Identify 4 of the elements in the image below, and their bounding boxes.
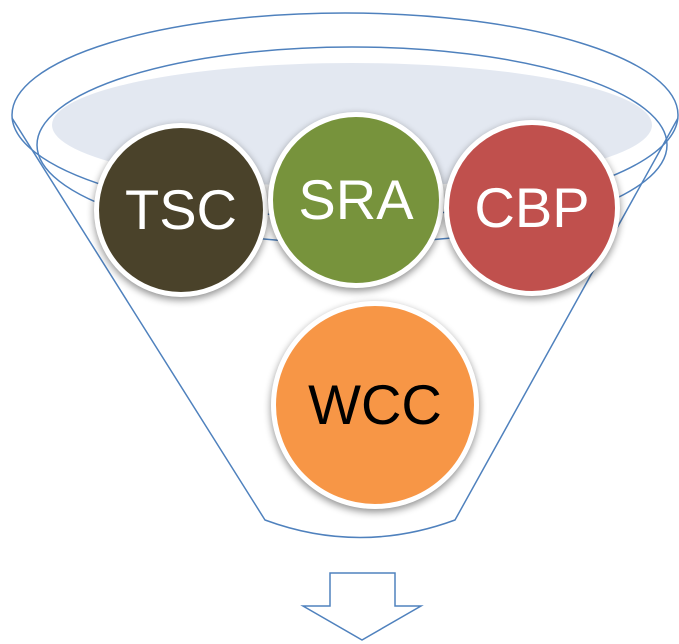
circle-label: TSC [125,182,237,238]
circle-label: CBP [474,180,590,236]
circle-label: WCC [308,377,442,433]
circle-label: SRA [298,172,414,228]
